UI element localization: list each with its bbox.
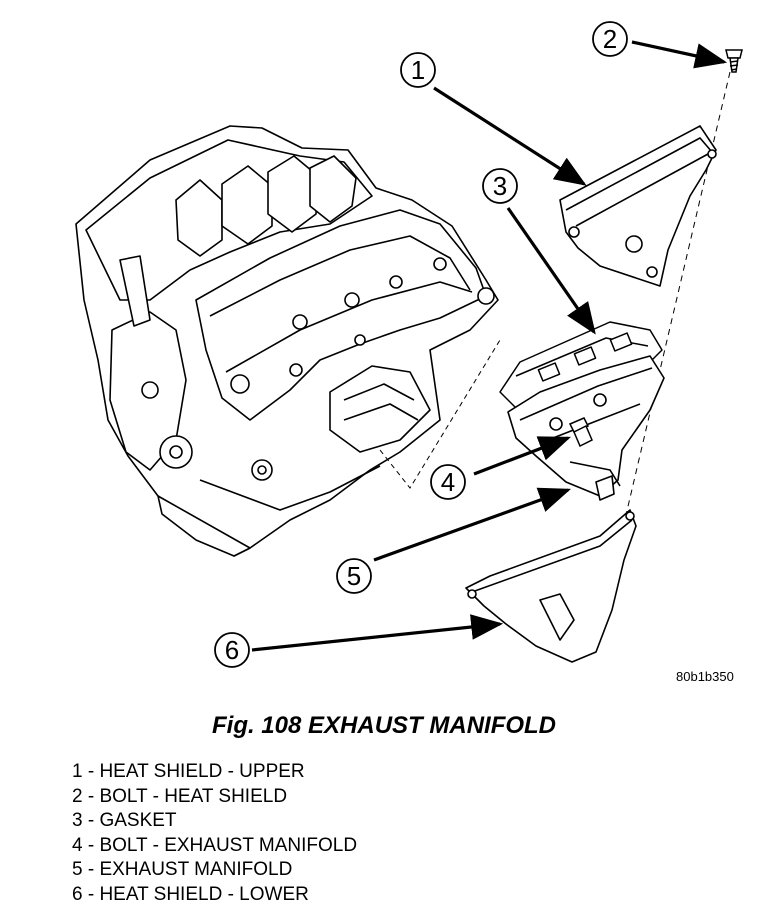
callout-2: 2: [592, 21, 628, 57]
callout-arrow-3: [506, 207, 596, 335]
svg-text:2: 2: [603, 24, 617, 54]
exploded-view-diagram: 1 2 3 4 5 6: [75, 21, 743, 668]
svg-text:5: 5: [347, 561, 361, 591]
legend-item: 1 - HEAT SHIELD - UPPER: [72, 761, 305, 782]
bolt-heat-shield-illustration: [725, 49, 743, 73]
callout-arrow-4: [473, 436, 571, 476]
legend-item: 2 - BOLT - HEAT SHIELD: [72, 785, 288, 807]
parts-legend: 1 - HEAT SHIELD - UPPER 2 - BOLT - HEAT …: [72, 760, 357, 907]
legend-item: 3 - GASKET: [72, 810, 177, 831]
callout-arrow-6: [251, 614, 504, 652]
legend-item: 6 - HEAT SHIELD - LOWER: [72, 883, 309, 905]
heat-shield-upper-illustration: [559, 125, 717, 287]
heat-shield-lower-illustration: [465, 509, 637, 663]
svg-text:3: 3: [493, 171, 507, 201]
callout-6: 6: [214, 632, 250, 668]
callouts: 1 2 3 4 5 6: [214, 21, 628, 668]
legend-item: 4 - BOLT - EXHAUST MANIFOLD: [72, 834, 358, 856]
engine-illustration: [75, 125, 499, 557]
callout-arrow-5: [373, 487, 572, 562]
callout-arrow-2: [631, 40, 728, 69]
callout-arrows: [251, 40, 728, 652]
svg-text:6: 6: [225, 635, 239, 665]
callout-arrow-1: [433, 86, 587, 186]
legend-item: 5 - EXHAUST MANIFOLD: [72, 859, 293, 880]
svg-text:4: 4: [441, 467, 455, 497]
callout-4: 4: [430, 464, 466, 500]
image-reference-id: 80b1b350: [676, 669, 734, 684]
callout-3: 3: [482, 168, 518, 204]
callout-5: 5: [336, 558, 372, 594]
figure-caption: Fig. 108 EXHAUST MANIFOLD: [211, 712, 557, 739]
callout-1: 1: [400, 52, 436, 88]
bolt-exhaust-manifold-illustration: [568, 417, 593, 448]
svg-text:1: 1: [411, 55, 425, 85]
